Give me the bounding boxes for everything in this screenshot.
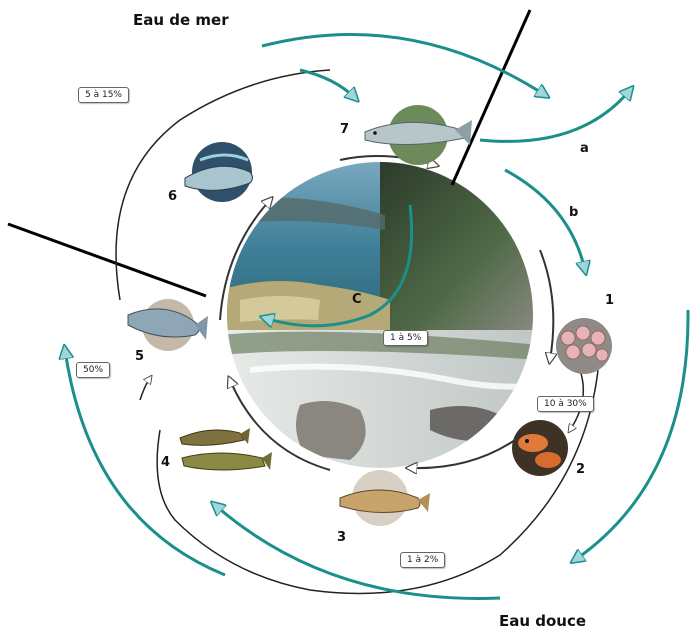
forest-photo	[380, 160, 540, 330]
stage-number-6: 6	[168, 189, 177, 204]
branch-label-c: C	[352, 292, 362, 307]
branch-arrow-a	[480, 90, 630, 141]
percent-callout-50: 50%	[76, 362, 110, 378]
stage-number-5: 5	[135, 349, 144, 364]
eggs-icon	[556, 318, 612, 374]
alevin-fish-icon	[512, 420, 568, 476]
post-smolt-fish-icon	[185, 142, 253, 202]
branch-label-b: b	[569, 205, 578, 220]
fry-fish-icon	[340, 470, 430, 526]
fresh-arrow-bottom	[215, 505, 500, 598]
sea-exit-bar	[8, 224, 206, 296]
sea-entry-bar	[452, 10, 530, 185]
stage-number-2: 2	[576, 462, 585, 477]
parr-fish-icon	[180, 428, 272, 470]
stage-number-1: 1	[605, 293, 614, 308]
percent-callout-1-5: 1 à 5%	[383, 330, 428, 346]
return-arrow-7	[300, 70, 355, 98]
smolt-fish-icon	[128, 299, 208, 351]
stage-number-3: 3	[337, 530, 346, 545]
percent-callout-1-2: 1 à 2%	[400, 552, 445, 568]
sea-arrow-top	[262, 34, 545, 95]
sea-water-label: Eau de mer	[133, 11, 229, 29]
stage-number-4: 4	[161, 455, 170, 470]
branch-label-a: a	[580, 141, 589, 156]
stage-number-7: 7	[340, 122, 349, 137]
percent-callout-10-30: 10 à 30%	[537, 396, 594, 412]
percent-callout-5-15: 5 à 15%	[78, 87, 129, 103]
fresh-water-label: Eau douce	[499, 612, 586, 630]
